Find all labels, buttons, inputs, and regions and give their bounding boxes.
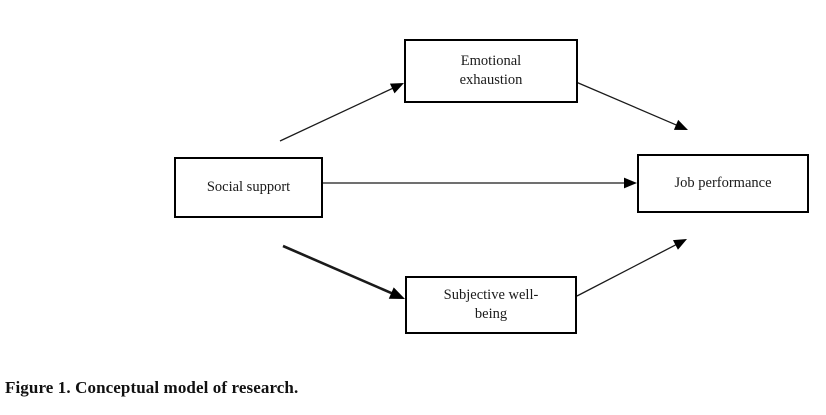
edge-subjective-well-being-to-job-performance xyxy=(576,239,687,297)
edges-layer xyxy=(279,81,688,299)
edge-line xyxy=(576,243,678,297)
node-subjective-well-being: Subjective well-being xyxy=(405,276,577,334)
node-label: Social support xyxy=(207,179,290,195)
edge-social-support-to-emotional-exhaustion xyxy=(279,83,404,142)
node-label: being xyxy=(475,306,507,322)
node-box xyxy=(637,154,809,213)
node-label: Job performance xyxy=(674,175,771,191)
edge-line xyxy=(575,81,679,127)
node-emotional-exhaustion: Emotional exhaustion xyxy=(404,39,578,103)
node-box xyxy=(405,276,577,334)
figure-caption: Figure 1. Conceptual model of research. xyxy=(5,378,299,397)
arrow-head-icon xyxy=(389,83,404,94)
node-label: Emotional xyxy=(461,53,521,69)
edge-social-support-to-subjective-well-being xyxy=(282,244,405,299)
edge-line xyxy=(279,87,395,142)
node-label: Subjective well- xyxy=(444,287,539,303)
node-box xyxy=(174,157,323,218)
node-label: exhaustion xyxy=(460,72,524,88)
edge-social-support-to-job-performance xyxy=(323,177,637,189)
arrow-head-icon xyxy=(388,287,405,299)
edge-emotional-exhaustion-to-job-performance xyxy=(575,81,688,130)
edge-line xyxy=(282,244,394,296)
node-box xyxy=(404,39,578,103)
arrow-head-icon xyxy=(673,119,688,130)
arrow-head-icon xyxy=(672,239,687,250)
arrow-head-icon xyxy=(624,177,637,189)
node-social-support: Social support xyxy=(174,157,323,218)
node-job-performance: Job performance xyxy=(637,154,809,213)
